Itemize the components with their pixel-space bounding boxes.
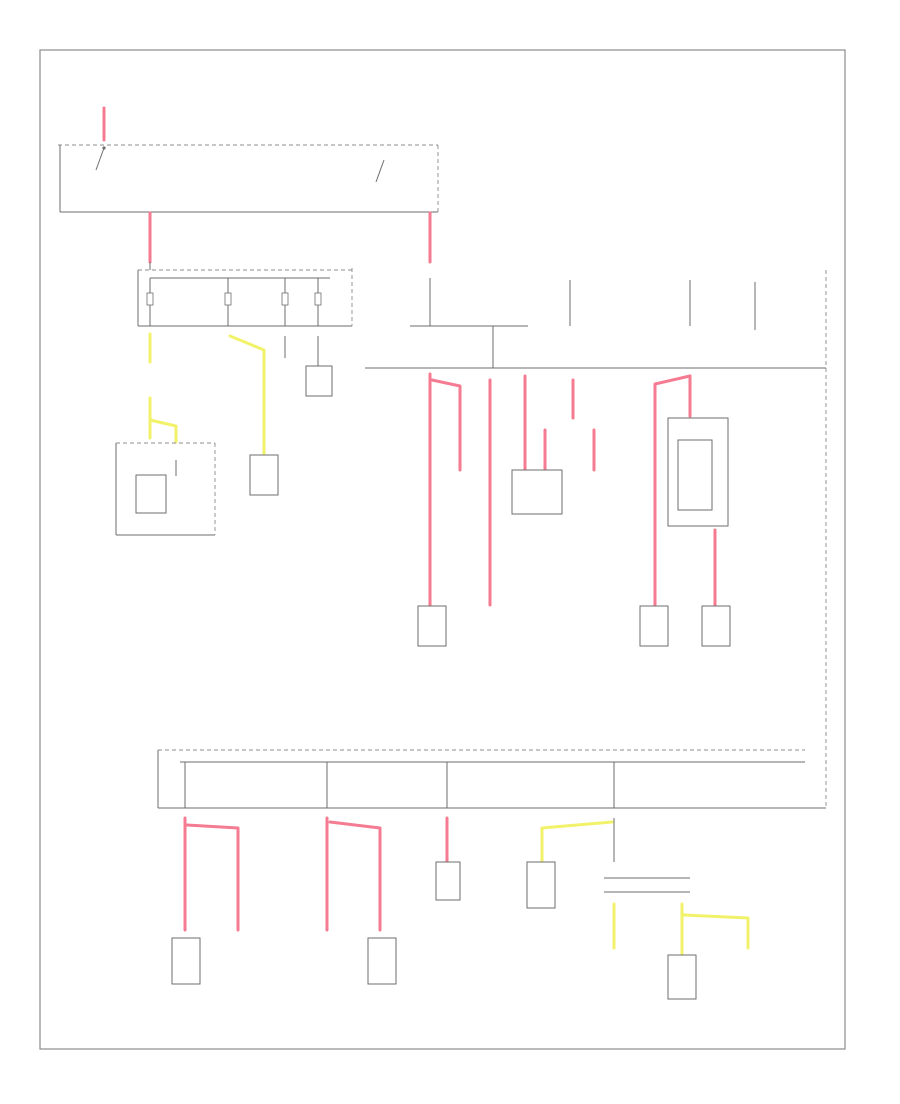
component-sensing-module — [667, 954, 697, 1000]
wire-fuse-9-b — [328, 820, 382, 932]
component-fuse-2-load — [249, 454, 279, 496]
fuse-2-output-wire — [228, 334, 266, 457]
component-instrument-cluster-left — [417, 605, 447, 647]
wire-to-clutch-switch — [430, 378, 462, 472]
lower-fuse-block — [157, 749, 826, 809]
wire-to-passenger-sensor — [682, 913, 750, 950]
component-blower-switch — [701, 605, 731, 647]
diagram-border — [39, 49, 846, 1050]
wire-fuse-8-b — [185, 823, 240, 932]
component-instrument-cluster-right — [639, 605, 669, 647]
module-internal-component — [135, 474, 167, 514]
ignition-contact-right — [375, 159, 385, 183]
component-seat-heater-1 — [171, 937, 201, 985]
ignition-contact-left — [95, 147, 105, 171]
component-fuse-4-load — [305, 365, 333, 397]
fuse-2-element — [224, 292, 232, 306]
ignition-switch-section — [58, 106, 439, 264]
fuse-4-element — [314, 292, 322, 306]
component-relay-coil — [677, 439, 713, 511]
underhood-fuse-block — [365, 270, 827, 808]
fuse-3-element — [281, 292, 289, 306]
component-seat-heater-2 — [367, 937, 397, 985]
component-fuse-10-load — [435, 861, 461, 901]
wire-to-instrument-cluster-right — [653, 374, 692, 607]
wire-fuse-11-a — [540, 820, 614, 864]
module-feed-branch — [148, 418, 178, 444]
fuse-1-element — [146, 292, 154, 306]
component-center-module — [511, 469, 563, 515]
component-sir-module — [526, 861, 556, 909]
switch-pivot — [102, 146, 106, 150]
instrument-panel-fuse-block — [137, 262, 353, 327]
